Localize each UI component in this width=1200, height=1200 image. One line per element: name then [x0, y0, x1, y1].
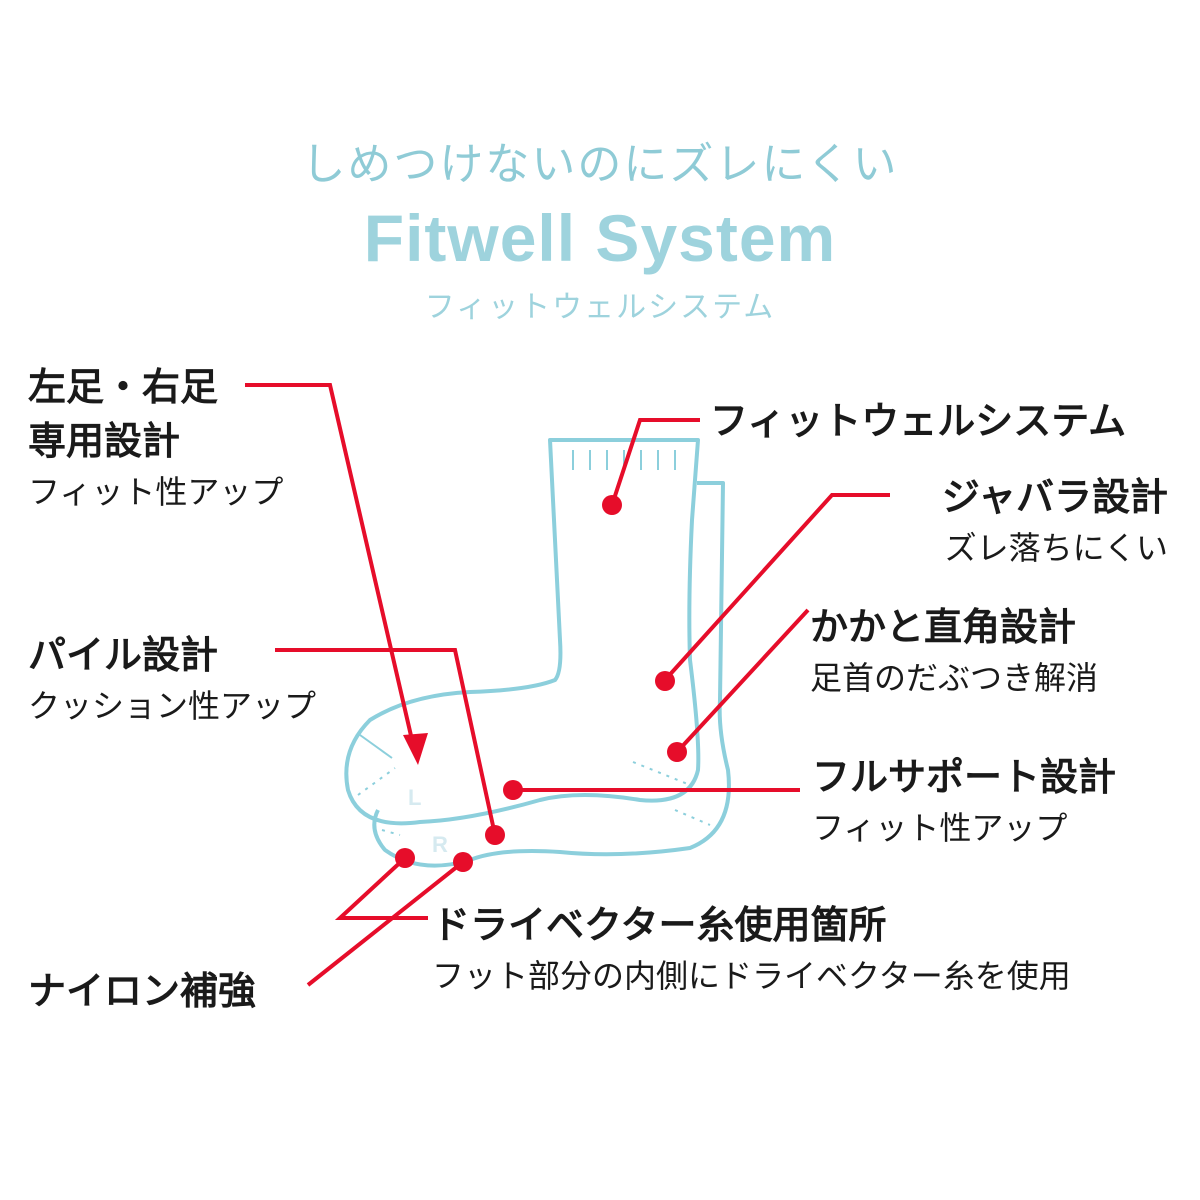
leader-heel	[675, 608, 810, 754]
callout-title: 専用設計	[28, 419, 181, 463]
callout-title: 左足・右足	[28, 365, 219, 409]
right-foot-label: R	[432, 832, 448, 857]
brand-title: Fitwell System	[363, 201, 837, 275]
callout-title: ドライベクター糸使用箇所	[432, 903, 887, 947]
callout-full-support: フルサポート設計 フィット性アップ	[812, 750, 1116, 852]
brand-kana: フィットウェルシステム	[424, 290, 776, 325]
callout-title: ナイロン補強	[28, 969, 257, 1013]
callout-title: ジャバラ設計	[941, 475, 1168, 519]
callout-pile: パイル設計 クッション性アップ	[28, 628, 316, 730]
left-sock-outline	[344, 438, 701, 826]
leader-left-right	[245, 383, 414, 741]
callout-title: フィットウェルシステム	[710, 399, 1127, 443]
dot-heel	[667, 742, 687, 762]
callout-title: かかと直角設計	[810, 605, 1077, 649]
callout-sub: フィット性アップ	[812, 809, 1068, 847]
callout-fitwell: フィットウェルシステム	[710, 394, 1126, 448]
callout-title: フルサポート設計	[812, 755, 1117, 799]
callout-sub: 足首のだぶつき解消	[810, 659, 1099, 697]
callout-bellows: ジャバラ設計 ズレ落ちにくい	[942, 470, 1168, 572]
dot-nylon	[453, 852, 473, 872]
callout-sub: フィット性アップ	[28, 473, 284, 511]
callout-sub: ズレ落ちにくい	[944, 529, 1168, 567]
dot-pile	[485, 825, 505, 845]
leader-pile	[275, 648, 497, 836]
arrow-head	[403, 733, 428, 765]
callout-nylon: ナイロン補強	[28, 964, 256, 1018]
dot-fitwell	[602, 495, 622, 515]
callout-left-right: 左足・右足 専用設計 フィット性アップ	[28, 360, 283, 516]
callout-heel: かかと直角設計 足首のだぶつき解消	[810, 600, 1098, 702]
callout-sub: クッション性アップ	[28, 687, 317, 725]
dot-bellows	[655, 671, 675, 691]
right-sock-outline	[372, 481, 731, 868]
leader-fitwell	[610, 418, 700, 506]
callout-sub: フット部分の内側にドライベクター糸を使用	[432, 957, 1071, 995]
tagline: しめつけないのにズレにくい	[301, 139, 899, 190]
leader-nylon	[306, 860, 465, 987]
dot-dry-vector	[395, 848, 415, 868]
dot-full-support	[503, 780, 523, 800]
callout-dry-vector: ドライベクター糸使用箇所 フット部分の内側にドライベクター糸を使用	[432, 898, 1071, 1000]
left-foot-label: L	[408, 785, 421, 810]
leader-bellows	[663, 493, 890, 682]
leader-dry-vector	[334, 856, 428, 920]
callout-title: パイル設計	[28, 633, 219, 677]
